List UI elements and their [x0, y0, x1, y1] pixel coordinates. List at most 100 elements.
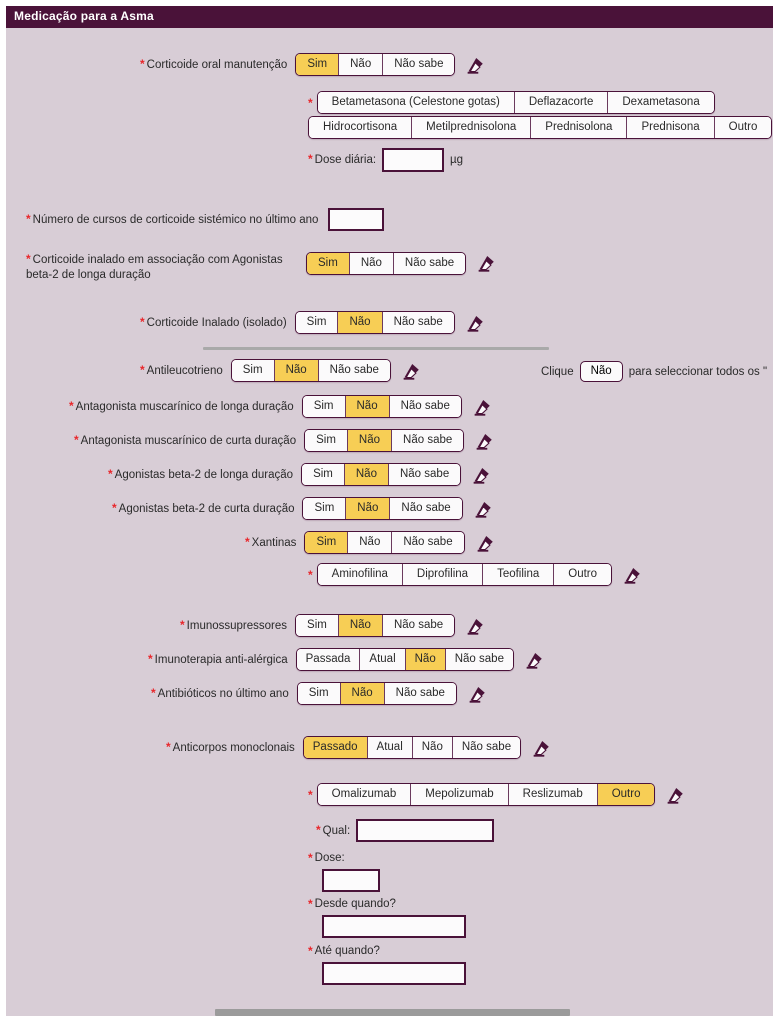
option-teofilina[interactable]: Teofilina — [483, 564, 555, 585]
eraser-icon[interactable] — [476, 254, 496, 272]
buttongroup-corticoide-oral[interactable]: Sim Não Não sabe — [295, 53, 456, 76]
buttongroup-imunoterapia[interactable]: Passada Atual Não Não sabe — [295, 648, 514, 671]
numero-cursos-input[interactable] — [328, 208, 385, 231]
option-nao-sabe[interactable]: Não sabe — [392, 430, 464, 451]
buttongroup-antagonista-curta[interactable]: Sim Não Não sabe — [304, 429, 465, 452]
eraser-icon[interactable] — [472, 398, 492, 416]
eraser-icon[interactable] — [474, 432, 494, 450]
option-nao[interactable]: Não — [412, 737, 453, 758]
option-sim[interactable]: Sim — [296, 615, 339, 636]
horizontal-scrollbar-thumb[interactable] — [215, 1009, 570, 1016]
eraser-icon[interactable] — [467, 685, 487, 703]
option-nao[interactable]: Não — [348, 532, 393, 553]
option-mepolizumab[interactable]: Mepolizumab — [411, 784, 509, 805]
option-sim[interactable]: Sim — [305, 532, 349, 553]
eraser-icon[interactable] — [524, 651, 544, 669]
buttongroup-antileucotrieno[interactable]: Sim Não Não sabe — [230, 359, 391, 382]
option-nao-sabe[interactable]: Não sabe — [382, 312, 454, 333]
option-diprofilina[interactable]: Diprofilina — [402, 564, 484, 585]
option-sim[interactable]: Sim — [305, 430, 348, 451]
option-sim[interactable]: Sim — [296, 54, 340, 75]
option-omalizumab[interactable]: Omalizumab — [317, 784, 412, 805]
option-nao[interactable]: Não — [347, 430, 393, 451]
option-outro[interactable]: Outro — [554, 564, 612, 585]
option-sim[interactable]: Sim — [297, 683, 341, 704]
eraser-icon[interactable] — [465, 56, 485, 74]
row-antileucotrieno: *Antileucotrieno Sim Não Não sabe — [140, 359, 421, 382]
eraser-icon[interactable] — [401, 362, 421, 380]
option-prednisolona[interactable]: Prednisolona — [531, 117, 628, 138]
option-nao[interactable]: Não — [345, 396, 390, 417]
buttongroup-antagonista-longa[interactable]: Sim Não Não sabe — [301, 395, 462, 418]
option-sim[interactable]: Sim — [302, 464, 345, 485]
hint-nao-button[interactable]: Não — [579, 361, 623, 382]
option-outro[interactable]: Outro — [714, 117, 772, 138]
buttongroup-corticoide-inalado-isolado[interactable]: Sim Não Não sabe — [294, 311, 455, 334]
option-passado[interactable]: Passado — [303, 737, 368, 758]
option-sim[interactable]: Sim — [307, 253, 350, 274]
option-nao[interactable]: Não — [405, 649, 446, 670]
option-nao[interactable]: Não — [349, 253, 394, 274]
option-metilprednisolona[interactable]: Metilprednisolona — [412, 117, 532, 138]
ate-quando-input[interactable] — [322, 962, 466, 985]
buttongroup-corticoide-oral-drugs-1[interactable]: Betametasona (Celestone gotas) Deflazaco… — [316, 91, 715, 114]
buttongroup-corticoide-inalado-assoc[interactable]: Sim Não Não sabe — [306, 252, 467, 275]
eraser-icon[interactable] — [622, 566, 642, 584]
option-nao-sabe[interactable]: Não sabe — [445, 649, 513, 670]
eraser-icon[interactable] — [465, 617, 485, 635]
option-nao-sabe[interactable]: Não sabe — [388, 464, 461, 485]
option-nao-sabe[interactable]: Não sabe — [390, 498, 462, 519]
eraser-icon[interactable] — [465, 314, 485, 332]
eraser-icon[interactable] — [473, 500, 493, 518]
buttongroup-anticorpos-drugs[interactable]: Omalizumab Mepolizumab Reslizumab Outro — [316, 783, 656, 806]
option-betametasona[interactable]: Betametasona (Celestone gotas) — [317, 92, 515, 113]
option-outro[interactable]: Outro — [597, 784, 655, 805]
option-dexametasona[interactable]: Dexametasona — [608, 92, 714, 113]
eraser-icon[interactable] — [471, 466, 491, 484]
desde-quando-input[interactable] — [322, 915, 466, 938]
option-reslizumab[interactable]: Reslizumab — [508, 784, 598, 805]
option-nao[interactable]: Não — [340, 683, 385, 704]
option-nao-sabe[interactable]: Não sabe — [382, 615, 455, 636]
label-corticoide-inalado-isolado: *Corticoide Inalado (isolado) — [140, 314, 287, 329]
option-nao[interactable]: Não — [274, 360, 319, 381]
option-nao-sabe[interactable]: Não sabe — [383, 54, 455, 75]
option-nao[interactable]: Não — [339, 54, 384, 75]
option-nao-sabe[interactable]: Não sabe — [392, 532, 464, 553]
option-sim[interactable]: Sim — [302, 396, 346, 417]
option-nao[interactable]: Não — [346, 498, 391, 519]
option-nao-sabe[interactable]: Não sabe — [318, 360, 390, 381]
option-sim[interactable]: Sim — [231, 360, 275, 381]
option-deflazacorte[interactable]: Deflazacorte — [514, 92, 609, 113]
eraser-icon[interactable] — [665, 786, 685, 804]
dose-diaria-input[interactable] — [382, 148, 445, 172]
dose-input[interactable] — [322, 869, 380, 892]
buttongroup-imunossupressores[interactable]: Sim Não Não sabe — [295, 614, 456, 637]
option-sim[interactable]: Sim — [295, 312, 339, 333]
buttongroup-antibioticos[interactable]: Sim Não Não sabe — [296, 682, 457, 705]
option-hidrocortisona[interactable]: Hidrocortisona — [309, 117, 413, 138]
option-sim[interactable]: Sim — [303, 498, 347, 519]
option-nao-sabe[interactable]: Não sabe — [389, 396, 461, 417]
option-nao[interactable]: Não — [338, 312, 383, 333]
buttongroup-agonistas-curta[interactable]: Sim Não Não sabe — [302, 497, 463, 520]
eraser-icon[interactable] — [475, 534, 495, 552]
option-nao-sabe[interactable]: Não sabe — [452, 737, 521, 758]
buttongroup-anticorpos[interactable]: Passado Atual Não Não sabe — [302, 736, 522, 759]
label-qual: *Qual: — [316, 822, 351, 837]
option-passada[interactable]: Passada — [296, 649, 361, 670]
buttongroup-xantinas[interactable]: Sim Não Não sabe — [304, 531, 465, 554]
option-atual[interactable]: Atual — [360, 649, 406, 670]
buttongroup-agonistas-longa[interactable]: Sim Não Não sabe — [301, 463, 462, 486]
qual-input[interactable] — [356, 819, 495, 842]
option-atual[interactable]: Atual — [367, 737, 413, 758]
option-nao[interactable]: Não — [344, 464, 389, 485]
option-aminofilina[interactable]: Aminofilina — [317, 564, 403, 585]
option-nao[interactable]: Não — [338, 615, 383, 636]
buttongroup-corticoide-oral-drugs-2[interactable]: Hidrocortisona Metilprednisolona Prednis… — [308, 116, 773, 139]
option-nao-sabe[interactable]: Não sabe — [393, 253, 466, 274]
option-prednisona[interactable]: Prednisona — [627, 117, 715, 138]
buttongroup-xantinas-drugs[interactable]: Aminofilina Diprofilina Teofilina Outro — [316, 563, 613, 586]
option-nao-sabe[interactable]: Não sabe — [384, 683, 456, 704]
eraser-icon[interactable] — [531, 739, 551, 757]
